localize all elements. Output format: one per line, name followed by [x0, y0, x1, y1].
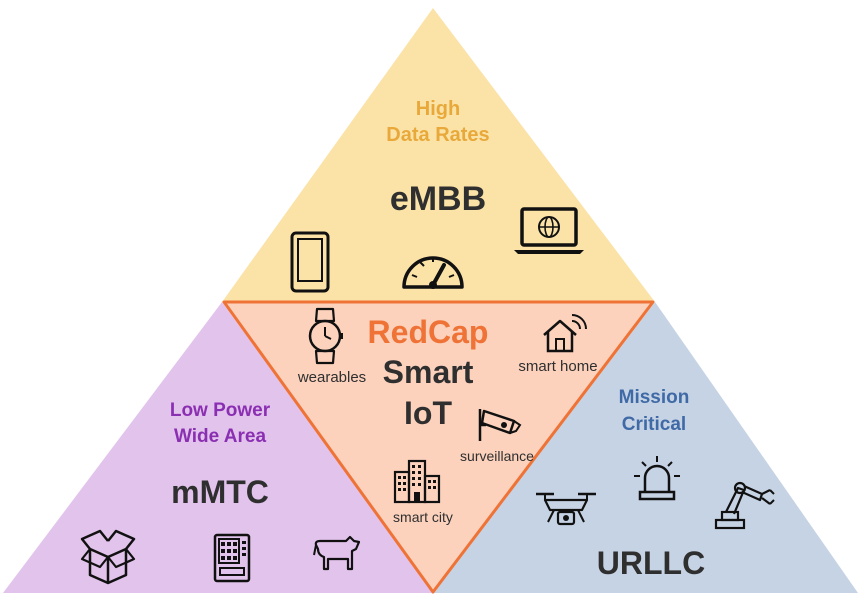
robot-arm-icon — [710, 478, 776, 530]
tablet-icon — [288, 230, 332, 294]
urllc-subtitle-line2: Critical — [621, 414, 687, 435]
surveillance-label: surveillance — [460, 448, 534, 464]
smart-home-icon — [540, 313, 588, 355]
redcap-title: RedCap — [367, 314, 489, 350]
urllc-subtitle-line1: Mission — [618, 387, 690, 408]
urllc-segment — [433, 302, 858, 593]
urllc-title: URLLC — [596, 545, 706, 581]
mmtc-subtitle-line1: Low Power — [169, 400, 271, 421]
redcap-subtitle-line2: IoT — [404, 395, 452, 431]
smart-city-label: smart city — [393, 509, 453, 525]
embb-segment — [222, 8, 655, 302]
mmtc-subtitle-line2: Wide Area — [173, 426, 267, 447]
speedometer-icon — [398, 245, 468, 293]
cow-icon — [312, 533, 362, 573]
siren-icon — [632, 454, 682, 502]
cctv-camera-icon — [474, 403, 522, 443]
smart-home-label: smart home — [518, 358, 598, 375]
mmtc-segment — [3, 302, 433, 593]
redcap-segment — [222, 300, 655, 594]
city-buildings-icon — [392, 458, 442, 504]
mmtc-title: mMTC — [171, 474, 269, 510]
embb-subtitle-line1: High — [415, 98, 461, 120]
watch-icon — [307, 307, 343, 365]
embb-title: eMBB — [389, 180, 487, 218]
package-box-icon — [78, 527, 138, 585]
vending-machine-icon — [212, 532, 252, 584]
redcap-subtitle-line1: Smart — [382, 354, 474, 390]
embb-subtitle-line2: Data Rates — [386, 124, 490, 146]
laptop-globe-icon — [512, 206, 586, 256]
drone-icon — [534, 488, 598, 532]
wearables-label: wearables — [297, 369, 367, 386]
